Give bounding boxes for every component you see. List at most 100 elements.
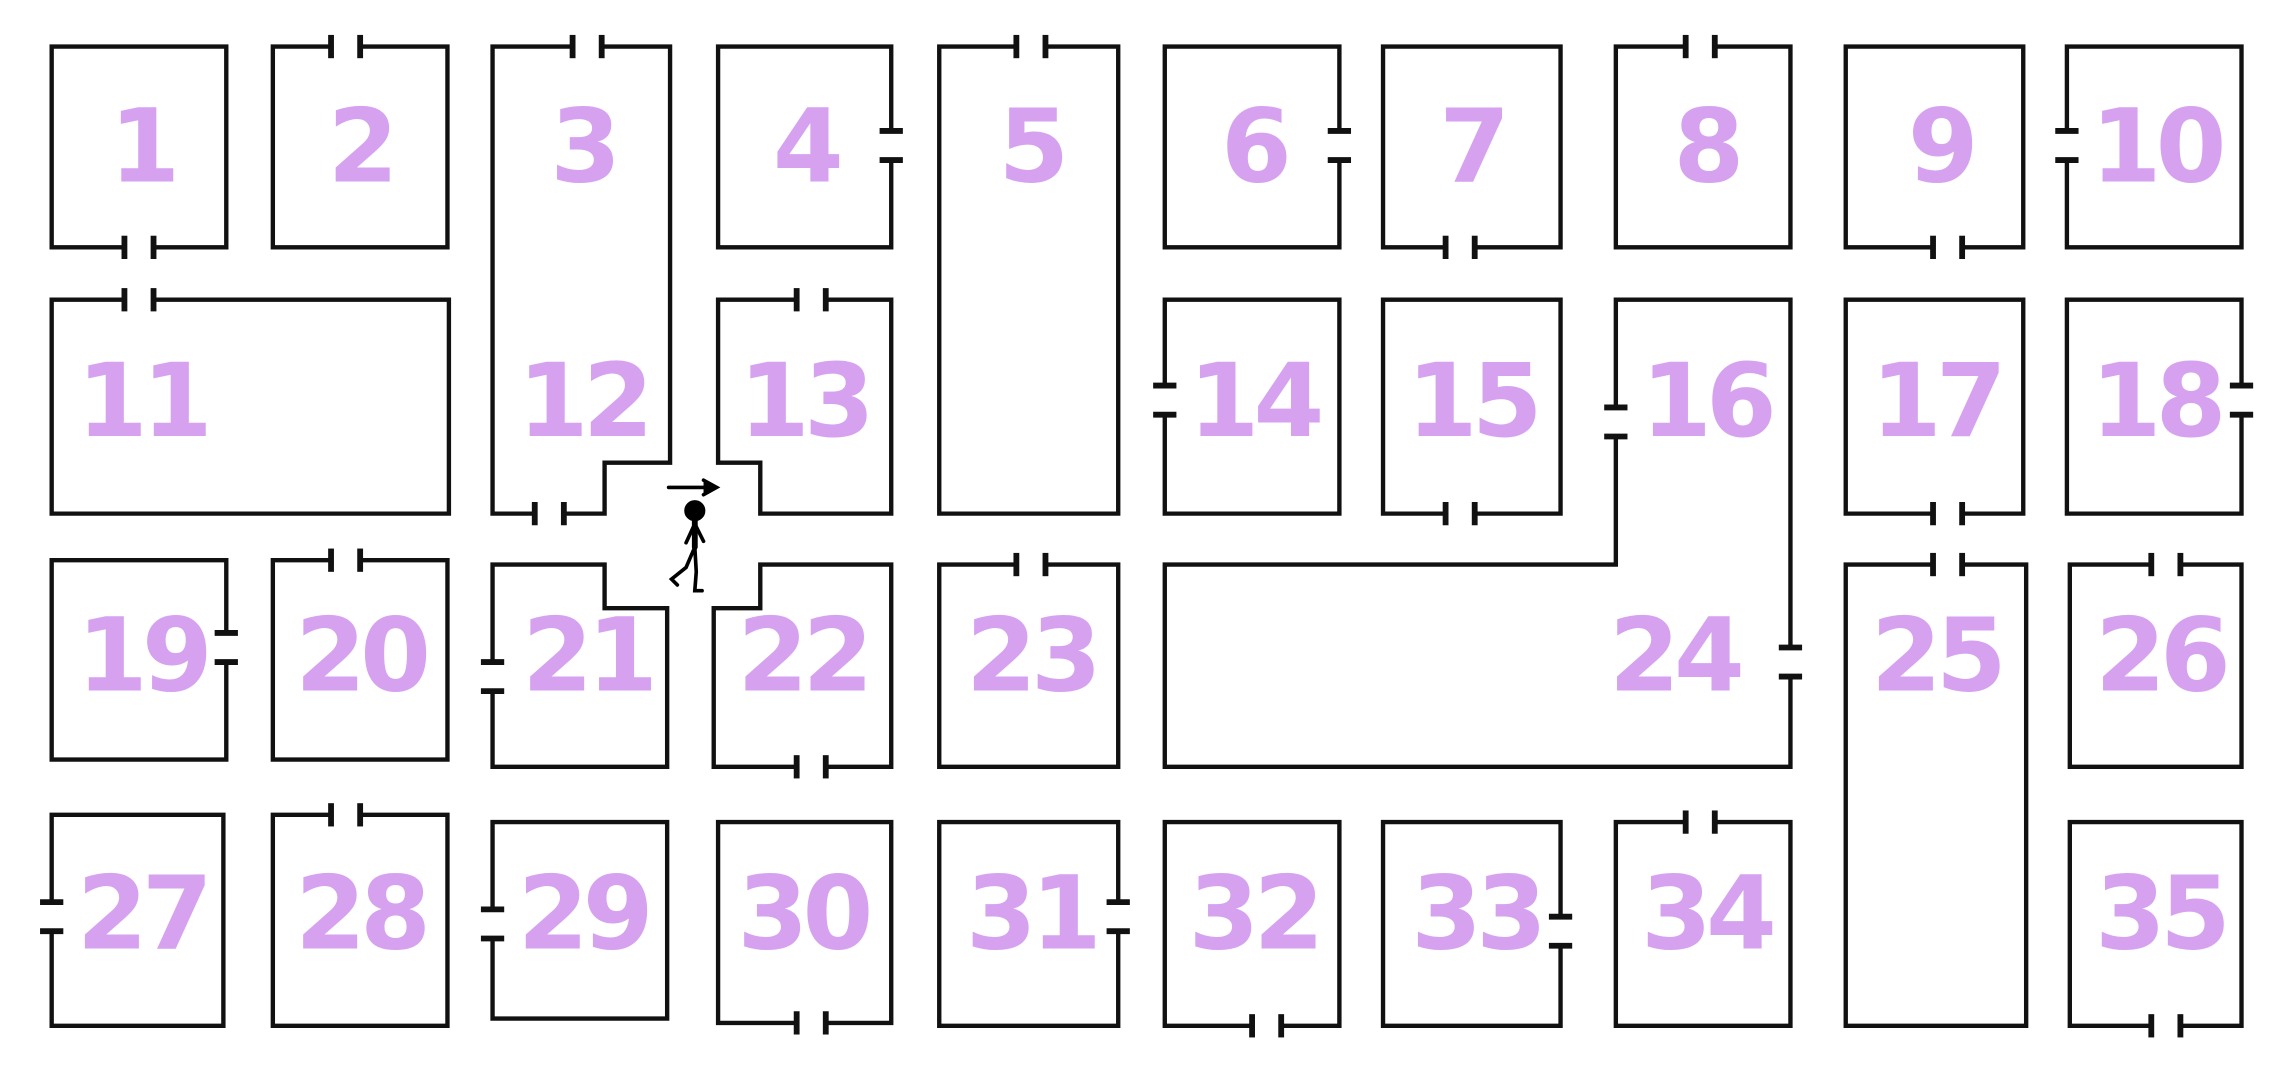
room-wall — [1380, 819, 1563, 1028]
room-number-18: 18 — [2091, 342, 2221, 461]
door — [1013, 552, 1049, 577]
room-number-31: 31 — [966, 854, 1096, 973]
room-wall — [490, 819, 670, 1021]
door — [121, 288, 157, 312]
walking-person-icon — [666, 478, 721, 593]
door — [328, 803, 364, 827]
room-number-1: 1 — [109, 87, 174, 206]
door — [2148, 552, 2184, 577]
doors — [40, 34, 2254, 1038]
room-wall — [490, 44, 673, 516]
door — [793, 1011, 829, 1035]
room-number-9: 9 — [1908, 87, 1973, 206]
room-number-24: 24 — [1609, 597, 1741, 716]
room-number-32: 32 — [1188, 854, 1318, 973]
room-wall — [1843, 562, 2029, 1028]
door — [1442, 235, 1478, 259]
door — [121, 235, 157, 259]
room-wall — [1162, 44, 1342, 250]
room-wall — [2064, 44, 2244, 250]
door — [480, 906, 505, 942]
room-number-30: 30 — [737, 854, 868, 973]
door — [1327, 128, 1352, 163]
room-wall — [715, 819, 894, 1026]
room-wall — [1380, 297, 1563, 516]
door — [1442, 501, 1478, 526]
room-number-28: 28 — [295, 854, 425, 973]
door — [1013, 34, 1049, 59]
walls — [49, 44, 2244, 1028]
door — [2148, 1014, 2184, 1038]
room-number-13: 13 — [739, 342, 869, 461]
door — [40, 899, 64, 935]
door — [531, 501, 567, 526]
room-wall — [270, 44, 450, 250]
door — [1106, 899, 1130, 935]
room-number-25: 25 — [1871, 597, 2001, 716]
room-number-21: 21 — [522, 597, 652, 716]
room-wall — [711, 562, 894, 769]
room-wall — [49, 44, 229, 250]
room-wall — [1843, 297, 2026, 516]
door — [1153, 382, 1177, 418]
door — [879, 128, 903, 163]
door — [328, 34, 364, 59]
room-number-12: 12 — [518, 342, 648, 461]
room-wall — [715, 44, 894, 250]
room-wall — [937, 562, 1121, 769]
room-number-16: 16 — [1641, 342, 1772, 461]
door — [1548, 913, 1573, 949]
room-number-15: 15 — [1407, 342, 1537, 461]
room-number-35: 35 — [2095, 854, 2225, 973]
room-wall — [1380, 44, 1563, 250]
room-wall — [937, 44, 1121, 516]
door — [1682, 34, 1718, 59]
door — [1682, 810, 1718, 834]
room-number-7: 7 — [1439, 87, 1504, 206]
room-number-23: 23 — [966, 597, 1096, 716]
door — [1930, 552, 1966, 577]
room-number-26: 26 — [2095, 597, 2226, 716]
room-number-4: 4 — [773, 87, 840, 206]
room-wall — [1162, 819, 1342, 1028]
room-wall — [1843, 44, 2026, 250]
room-wall — [490, 562, 670, 769]
room-wall — [49, 558, 229, 762]
room-number-10: 10 — [2091, 87, 2222, 206]
room-number-17: 17 — [1871, 342, 2001, 461]
room-wall — [49, 812, 226, 1028]
door — [793, 755, 829, 779]
door — [1930, 235, 1966, 259]
room-number-27: 27 — [77, 854, 207, 973]
door — [1249, 1014, 1285, 1038]
door — [569, 34, 605, 59]
door — [2055, 128, 2079, 163]
room-number-6: 6 — [1221, 87, 1287, 206]
room-wall — [49, 297, 452, 516]
room-wall — [2067, 562, 2244, 769]
door — [1778, 644, 1803, 680]
room-wall — [2067, 819, 2244, 1028]
room-number-5: 5 — [998, 87, 1063, 206]
door — [480, 659, 505, 695]
door — [793, 288, 829, 312]
room-number-3: 3 — [550, 87, 615, 206]
room-wall — [270, 812, 450, 1028]
room-wall — [270, 558, 450, 762]
door — [214, 630, 238, 665]
room-wall — [1613, 819, 1793, 1028]
door — [328, 548, 364, 572]
room-number-14: 14 — [1188, 342, 1320, 461]
room-number-20: 20 — [295, 597, 426, 716]
room-wall — [1613, 44, 1793, 250]
room-number-22: 22 — [737, 597, 867, 716]
room-number-33: 33 — [1411, 854, 1541, 973]
room-number-34: 34 — [1641, 854, 1773, 973]
door — [2229, 382, 2254, 418]
room-number-11: 11 — [77, 342, 207, 461]
door — [1604, 404, 1628, 440]
room-wall — [1162, 297, 1342, 516]
room-number-8: 8 — [1674, 87, 1739, 206]
